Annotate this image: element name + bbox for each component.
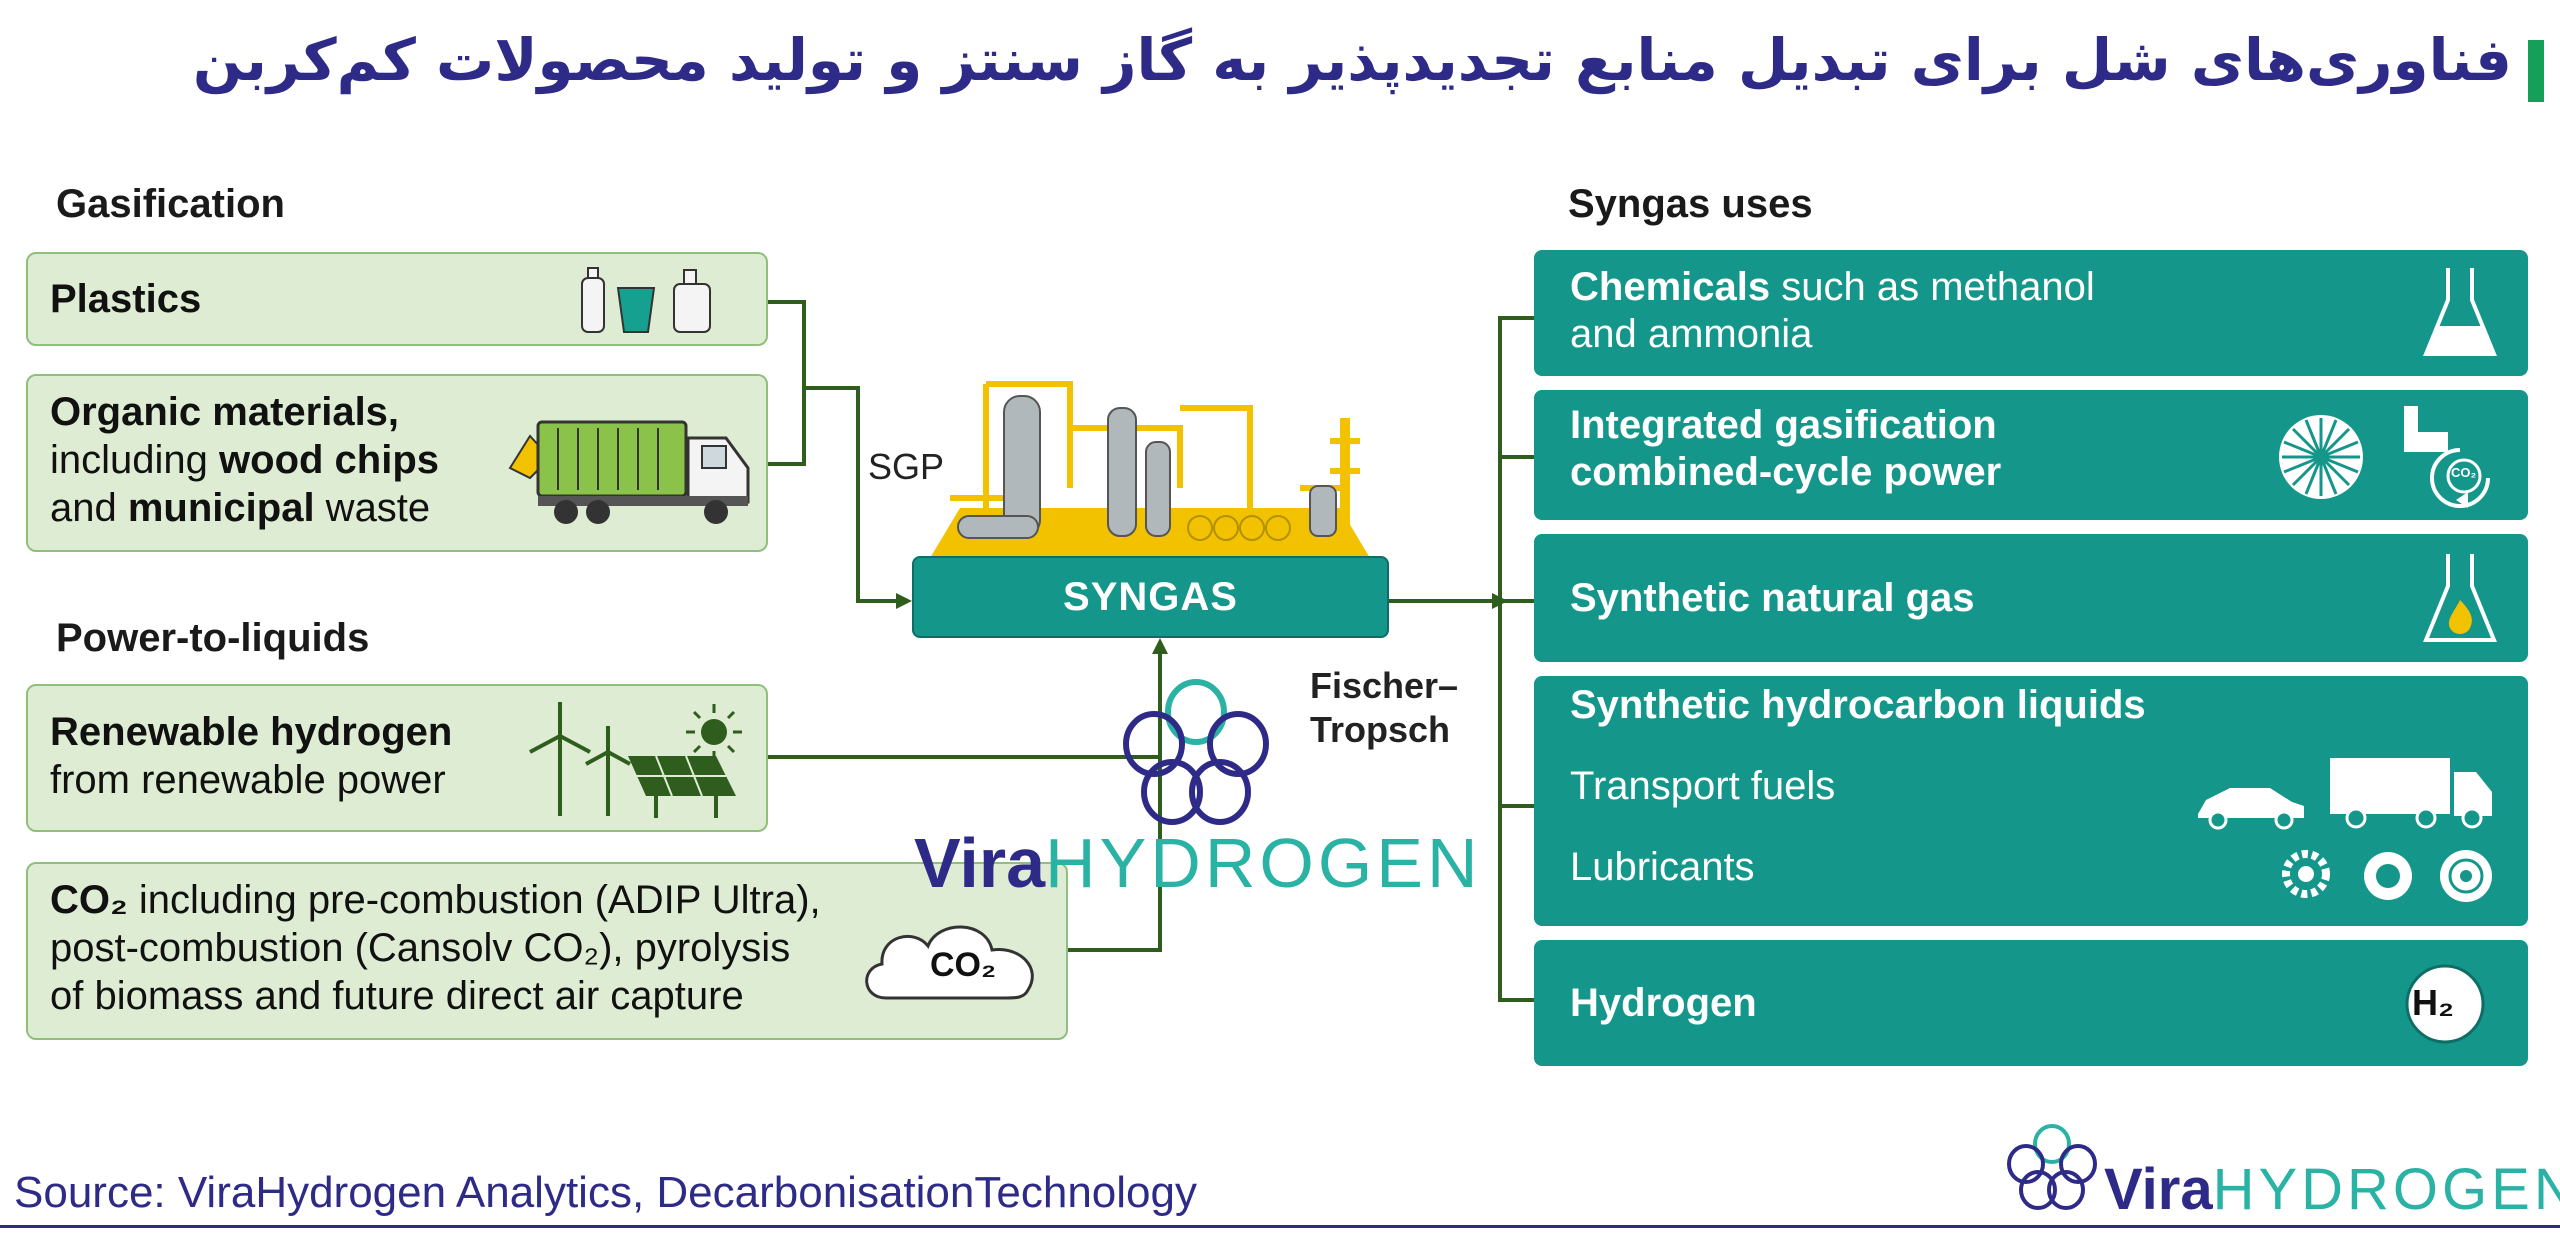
igcc-box: Integrated gasification combined-cycle p… <box>1534 390 2528 520</box>
flame-flask-icon <box>2423 554 2497 642</box>
turbine-icon <box>2279 415 2363 499</box>
co2-cloud-icon <box>865 925 1034 1000</box>
renewable-hydrogen-label: Renewable hydrogen <box>50 710 453 754</box>
footer-brand: ViraHYDROGEN <box>2104 1160 2560 1219</box>
fischer-tropsch-label: Fischer– Tropsch <box>1310 664 1458 752</box>
footer-rule <box>0 1225 2560 1228</box>
co2-bold-label: CO₂ <box>50 878 128 922</box>
center-watermark: ViraHYDROGEN <box>914 828 1482 898</box>
co2-cloud-label: CO₂ <box>930 946 997 984</box>
watermark-hydrogen: HYDROGEN <box>1045 824 1482 902</box>
garbage-truck-icon <box>508 420 750 524</box>
igcc-co2-icon-label: CO₂ <box>2451 465 2477 480</box>
plastics-label: Plastics <box>50 277 202 321</box>
gasification-heading: Gasification <box>56 182 285 226</box>
igcc-line2: combined-cycle power <box>1570 450 2002 494</box>
hydrogen-box: Hydrogen <box>1534 940 2528 1066</box>
sng-label: Synthetic natural gas <box>1570 575 1975 620</box>
gears-icon <box>2282 850 2492 902</box>
h2-circle-icon <box>2405 964 2485 1044</box>
organic-line2-text: including <box>50 438 220 482</box>
synthetic-hydrocarbon-liquids-box: Synthetic hydrocarbon liquids Transport … <box>1534 676 2528 926</box>
plastic-bottles-icon <box>581 267 711 333</box>
synthetic-natural-gas-box: Synthetic natural gas <box>1534 534 2528 662</box>
sgp-label: SGP <box>868 446 945 487</box>
organic-line1: Organic materials, <box>50 390 400 434</box>
h2-icon-label: H₂ <box>2412 982 2454 1023</box>
sun-icon <box>686 704 742 760</box>
refinery-plant-icon <box>930 381 1370 558</box>
fischer-line2: Tropsch <box>1310 709 1451 750</box>
liquids-title: Synthetic hydrocarbon liquids <box>1570 683 2146 727</box>
renewable-power-text: from renewable power <box>50 758 446 802</box>
chemicals-box: Chemicals such as methanol and ammonia <box>1534 250 2528 376</box>
chemicals-rest: such as methanol <box>1770 265 2095 309</box>
organic-line3-text: and <box>50 486 128 530</box>
car-icon <box>2198 788 2304 830</box>
co2-line1: including pre-combustion (ADIP Ultra), <box>127 878 821 922</box>
organic-municipal: municipal <box>127 486 315 530</box>
footer-brand-vira: Vira <box>2104 1157 2213 1222</box>
lubricants-label: Lubricants <box>1570 845 1755 889</box>
power-to-liquids-heading: Power-to-liquids <box>56 616 370 660</box>
footer-vira-logo-icon <box>2007 1124 2097 1210</box>
organic-waste: waste <box>314 486 431 530</box>
organic-materials-box: Organic materials, including wood chips … <box>26 374 768 552</box>
flask-icon <box>2423 268 2497 356</box>
power-plant-co2-icon <box>2404 406 2490 508</box>
hydrogen-label: Hydrogen <box>1570 980 1757 1025</box>
page-title: فناوری‌های شل برای تبدیل منابع تجدیدپذیر… <box>192 26 2512 94</box>
source-note: Source: ViraHydrogen Analytics, Decarbon… <box>14 1168 1197 1217</box>
syngas-box: SYNGAS <box>912 556 1389 638</box>
co2-line3: of biomass and future direct air capture <box>50 974 744 1018</box>
truck-icon <box>2330 758 2492 829</box>
wind-turbines-icon <box>529 702 631 816</box>
watermark-vira: Vira <box>914 824 1046 902</box>
solar-panel-icon <box>628 755 736 818</box>
igcc-line1: Integrated gasification <box>1570 403 1997 447</box>
title-accent-bar <box>2528 40 2544 102</box>
transport-fuels-label: Transport fuels <box>1570 764 1836 808</box>
footer-brand-hydrogen: HYDROGEN <box>2212 1157 2560 1222</box>
fischer-line1: Fischer– <box>1310 665 1459 706</box>
organic-wood-chips: wood chips <box>219 438 440 482</box>
syngas-uses-heading: Syngas uses <box>1568 182 1813 226</box>
co2-line2: post-combustion (Cansolv CO₂), pyrolysis <box>50 926 791 970</box>
vira-logo-icon <box>1123 679 1269 825</box>
chemicals-bold: Chemicals <box>1570 265 1771 309</box>
chemicals-line2: and ammonia <box>1570 312 1813 356</box>
